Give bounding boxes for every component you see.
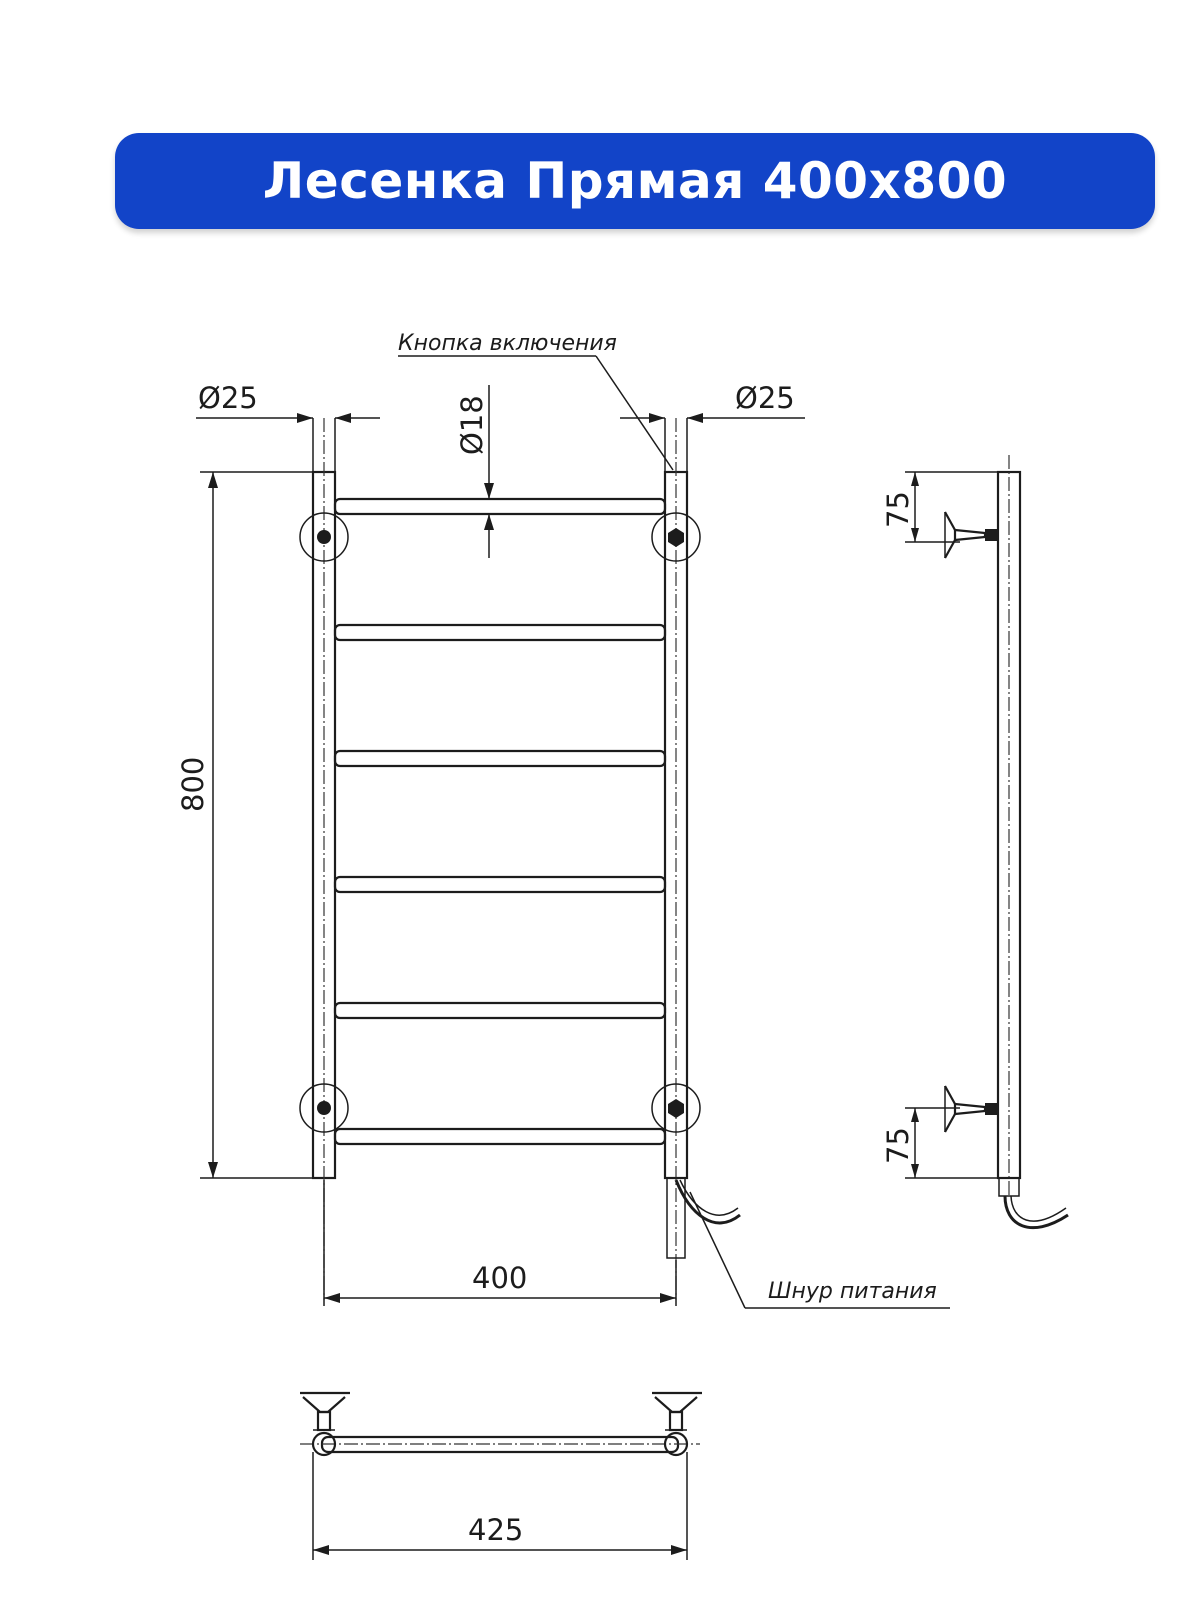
power-button-label: Кнопка включения (398, 331, 617, 356)
dimension-mount-bottom: 75 (881, 1107, 998, 1179)
power-cord (674, 1179, 741, 1225)
mount-offset-bottom-label: 75 (881, 1127, 915, 1164)
top-view: 425 (300, 1391, 702, 1560)
dimension-overall-width: 425 (312, 1452, 688, 1560)
wall-mount-front (299, 512, 701, 1133)
power-cord-label: Шнур питания (768, 1279, 937, 1304)
dimension-mount-top: 75 (881, 471, 998, 543)
left-pipe-diameter-label: Ø25 (198, 381, 258, 415)
dimension-width: 400 (323, 1180, 677, 1306)
top-view-bracket-right (652, 1391, 702, 1432)
width-label: 400 (472, 1261, 527, 1295)
top-view-bracket-left (300, 1391, 350, 1432)
title-banner: Лесенка Прямая 400x800 (115, 133, 1155, 229)
rung (333, 875, 667, 894)
rung (333, 1127, 667, 1146)
dimension-right-pipe: Ø25 (620, 381, 805, 423)
overall-width-label: 425 (468, 1513, 523, 1547)
dimension-rung: Ø18 (455, 385, 494, 558)
dimension-left-pipe: Ø25 (196, 381, 380, 423)
side-power-cord (1003, 1195, 1069, 1230)
mount-offset-top-label: 75 (881, 491, 915, 528)
rung (333, 1001, 667, 1020)
front-view (299, 418, 741, 1300)
rung-diameter-label: Ø18 (455, 395, 489, 455)
rungs (333, 497, 667, 1146)
dimension-height: 800 (176, 471, 313, 1179)
height-label: 800 (176, 757, 210, 812)
callout-power-cord: Шнур питания (689, 1191, 950, 1309)
side-view: 75 75 (881, 455, 1069, 1230)
right-pipe-diameter-label: Ø25 (735, 381, 795, 415)
rung (333, 623, 667, 642)
power-cord-sleeve (666, 1177, 686, 1259)
rung (333, 749, 667, 768)
side-bracket-top (944, 511, 998, 559)
page-title: Лесенка Прямая 400x800 (262, 152, 1008, 210)
side-bracket-bottom (944, 1085, 998, 1133)
callout-power-button: Кнопка включения (398, 331, 674, 471)
rung (333, 497, 667, 516)
